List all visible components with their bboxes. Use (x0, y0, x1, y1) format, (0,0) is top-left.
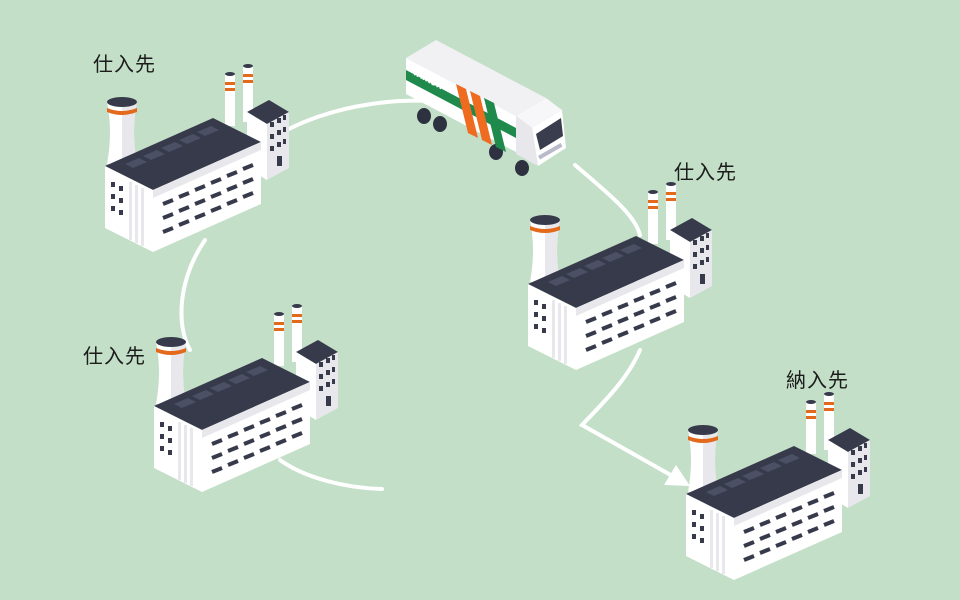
route-segment-lower-right (578, 348, 678, 480)
factory-icon-supplier-1 (103, 62, 291, 254)
route-segment-right (573, 163, 642, 237)
label-supplier-2: 仕入先 (83, 344, 146, 368)
factory-icon-supplier-3 (526, 180, 714, 372)
route-arrowhead (664, 465, 690, 486)
label-supplier-3: 仕入先 (674, 160, 737, 184)
label-supplier-1: 仕入先 (93, 52, 156, 76)
route-segment-left (179, 238, 207, 352)
route-segment-bottom (278, 458, 384, 491)
delivery-truck-icon (406, 40, 566, 176)
label-customer: 納入先 (786, 368, 849, 392)
factory-icon-customer (684, 390, 872, 582)
